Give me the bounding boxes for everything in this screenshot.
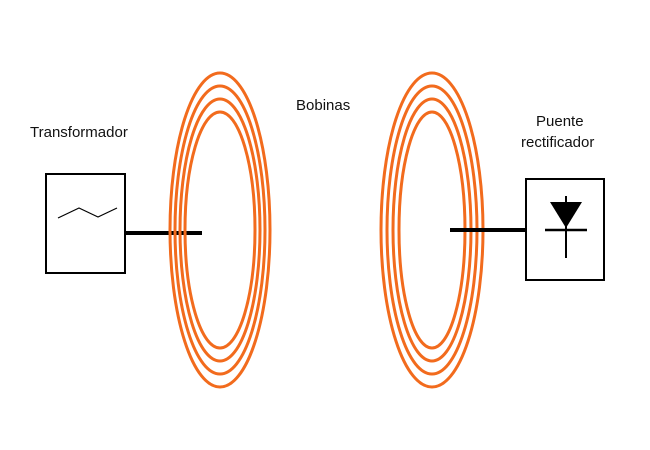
rectifier-label-line1: Puente <box>536 113 584 130</box>
transformer-block <box>45 173 126 274</box>
coil-turn <box>173 84 267 376</box>
coil-turn <box>178 97 262 363</box>
rectifier-label-line2: rectificador <box>521 134 594 151</box>
waveform-icon <box>57 207 118 219</box>
coil-turn <box>168 71 272 389</box>
coils-label: Bobinas <box>296 97 350 114</box>
rectifier-block <box>525 178 605 281</box>
transmitter-coil <box>168 71 272 389</box>
diode-icon <box>545 196 587 258</box>
transformer-box <box>45 173 126 274</box>
coil-turn <box>183 110 257 350</box>
transformer-label: Transformador <box>30 124 128 141</box>
